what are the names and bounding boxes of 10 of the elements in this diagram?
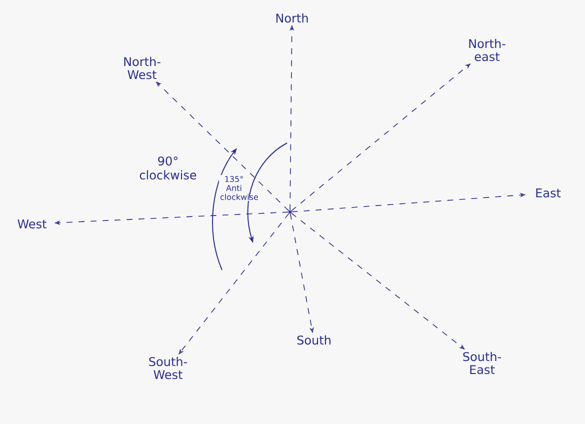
direction-label: West (18, 220, 46, 228)
direction-label: South-East (463, 352, 502, 374)
direction-label: South (297, 335, 330, 345)
direction-label: North (276, 13, 308, 23)
center-point (288, 210, 292, 214)
angle-label: 90° clockwise (136, 155, 200, 181)
direction-label: South-West (149, 356, 188, 380)
direction-label: North-east (469, 38, 506, 62)
direction-label: North-West (124, 56, 160, 80)
direction-label: East (536, 188, 561, 198)
